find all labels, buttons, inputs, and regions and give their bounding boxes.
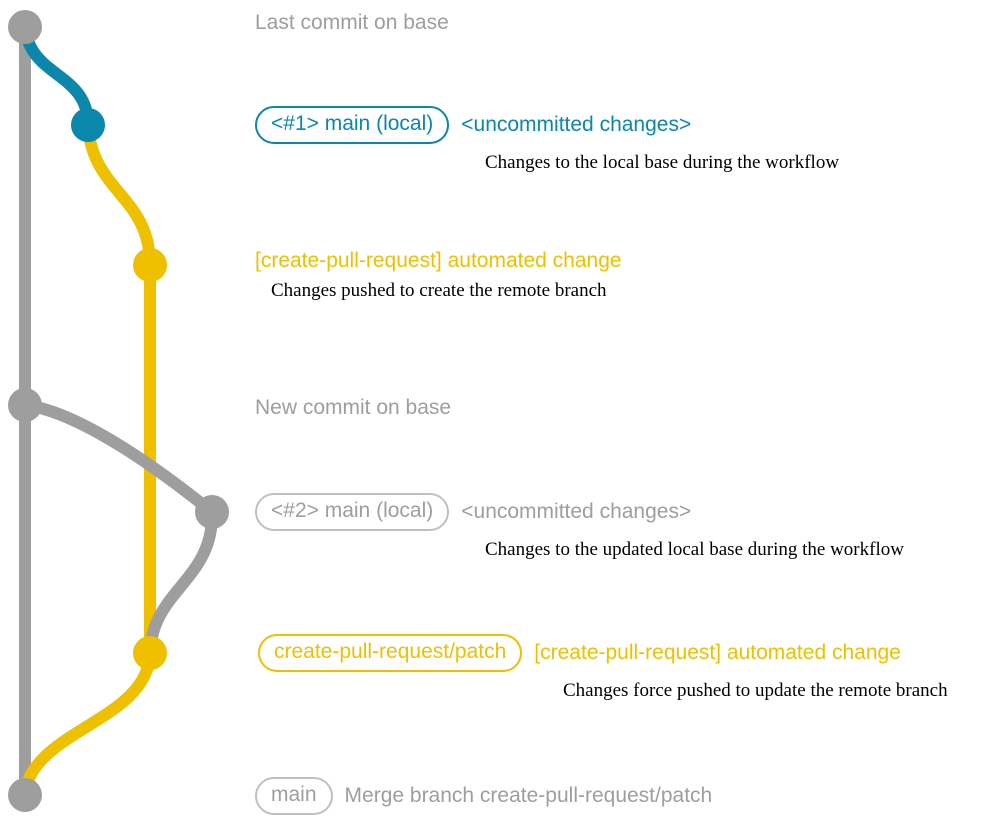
row-local-commit-2: <#2> main (local) <uncommitted changes> … — [255, 493, 904, 561]
ref-badge-create-pull-request-patch[interactable]: create-pull-request/patch — [258, 634, 523, 673]
ref-badge-local-1[interactable]: <#1> main (local) — [255, 106, 450, 145]
commit-node-remote-1 — [133, 248, 167, 282]
commit-description-automated-2: Changes force pushed to update the remot… — [563, 680, 948, 702]
edge-local2-to-remote2 — [144, 506, 219, 659]
commit-node-base-top — [8, 10, 42, 44]
ref-badge-main[interactable]: main — [255, 777, 333, 816]
row-last-commit-on-base: Last commit on base — [255, 11, 449, 34]
commit-node-local-2 — [195, 495, 229, 529]
row-automated-change-2: create-pull-request/patch [create-pull-r… — [258, 634, 948, 702]
commit-node-remote-2 — [133, 636, 167, 670]
commit-description-local-2: Changes to the updated local base during… — [485, 539, 904, 561]
ref-badge-local-2[interactable]: <#2> main (local) — [255, 493, 450, 532]
edge-remote2-to-merge — [19, 647, 156, 801]
commit-description-automated-1: Changes pushed to create the remote bran… — [271, 280, 607, 302]
row-automated-change-1: [create-pull-request] automated change C… — [255, 249, 622, 302]
commit-node-merge — [8, 778, 42, 812]
commit-description-local-1: Changes to the local base during the wor… — [485, 152, 840, 174]
row-new-commit-on-base: New commit on base — [255, 396, 452, 419]
commit-subject-local-1: <uncommitted changes> — [461, 113, 692, 136]
row-local-commit-1: <#1> main (local) <uncommitted changes> … — [255, 106, 839, 174]
commit-subject-automated-2: [create-pull-request] automated change — [534, 641, 901, 664]
commit-subject-merge: Merge branch create-pull-request/patch — [344, 784, 713, 807]
edge-local1-to-remote1 — [82, 119, 156, 271]
commit-subject-automated-1: [create-pull-request] automated change — [255, 249, 622, 272]
commit-subject-local-2: <uncommitted changes> — [461, 500, 692, 523]
commit-node-local-1 — [71, 108, 105, 142]
commit-subject-base-top: Last commit on base — [255, 11, 449, 34]
edge-base-to-local2 — [19, 399, 218, 518]
commit-subject-base-new: New commit on base — [255, 396, 452, 419]
row-merge-commit: main Merge branch create-pull-request/pa… — [255, 777, 713, 816]
commit-node-base-new — [8, 388, 42, 422]
